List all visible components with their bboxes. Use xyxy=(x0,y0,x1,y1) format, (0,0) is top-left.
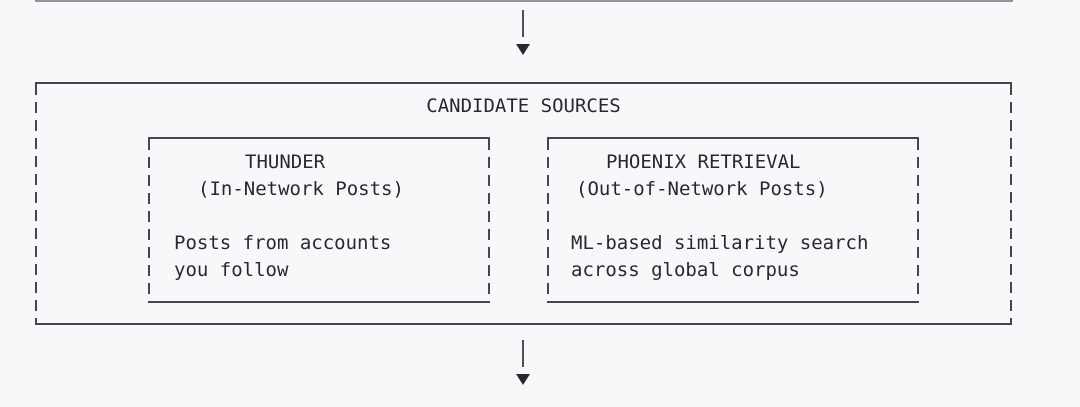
phoenix-description: ML-based similarity search across global… xyxy=(547,230,919,284)
phoenix-title: PHOENIX RETRIEVAL xyxy=(606,151,801,173)
clipped-box-bottom-edge xyxy=(35,0,1013,2)
phoenix-description-line: ML-based similarity search xyxy=(571,232,869,254)
phoenix-source-box: PHOENIX RETRIEVAL (Out-of-Network Posts)… xyxy=(547,137,919,303)
thunder-title: THUNDER xyxy=(245,151,326,173)
thunder-description-line: Posts from accounts xyxy=(174,232,392,254)
arrow-down-icon xyxy=(516,44,530,55)
thunder-source-box: THUNDER (In-Network Posts) Posts from ac… xyxy=(148,137,490,303)
phoenix-subtitle: (Out-of-Network Posts) xyxy=(576,178,828,200)
bottom-connector xyxy=(509,340,537,385)
phoenix-description-line: across global corpus xyxy=(571,259,800,281)
thunder-description-line: you follow xyxy=(174,259,289,281)
arrow-down-icon xyxy=(516,374,530,385)
thunder-description: Posts from accounts you follow xyxy=(148,230,490,284)
top-connector xyxy=(509,10,537,55)
candidate-sources-title: CANDIDATE SOURCES xyxy=(426,95,621,117)
connector-line xyxy=(522,10,524,37)
candidate-sources-box: CANDIDATE SOURCES THUNDER (In-Network Po… xyxy=(35,82,1012,325)
thunder-subtitle: (In-Network Posts) xyxy=(198,178,404,200)
connector-line xyxy=(522,340,524,367)
